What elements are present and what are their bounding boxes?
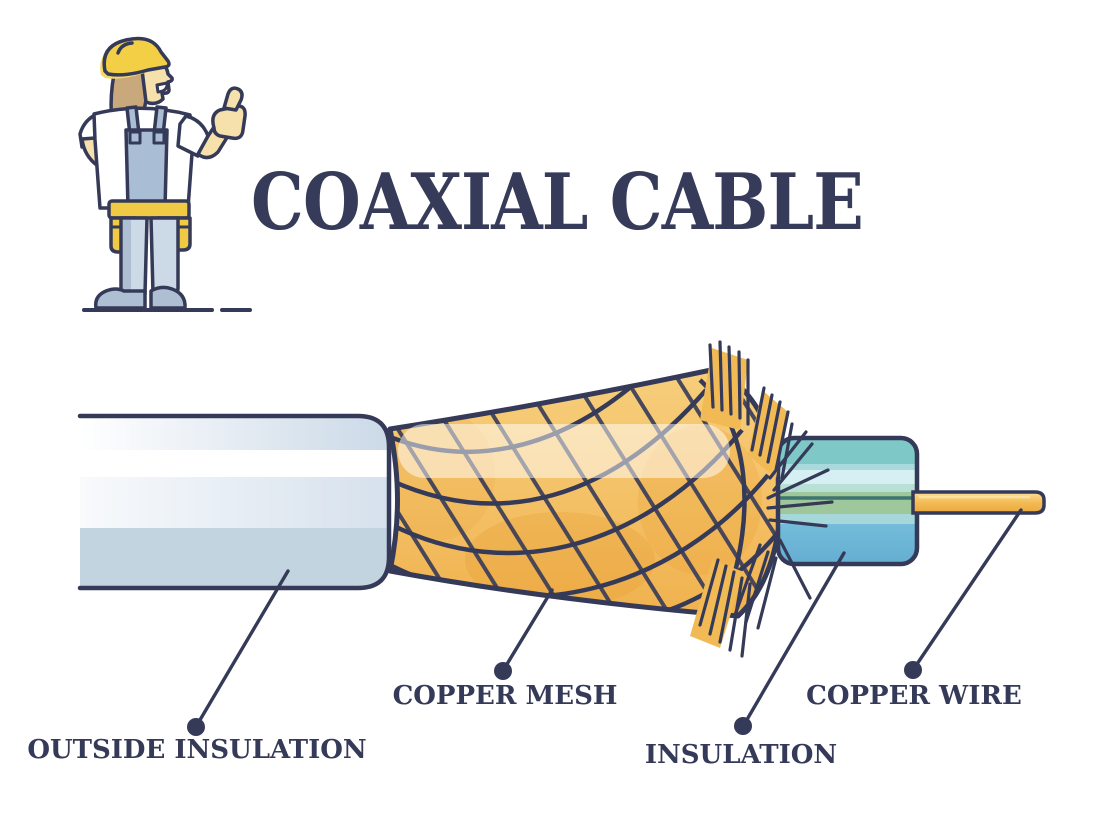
worker-leg-shade (123, 220, 131, 292)
leader-insulation (743, 551, 846, 725)
leader-dots (187, 661, 922, 736)
tool-belt (107, 199, 191, 220)
label-insulation: INSULATION (644, 740, 838, 770)
frayed-mesh-strands (690, 340, 834, 658)
label-outside-insulation: OUTSIDE INSULATION (27, 735, 367, 765)
copper-wire-shape (911, 490, 1046, 515)
gloss-highlight (398, 424, 730, 478)
leader-outside-insulation (195, 569, 290, 727)
bib-buckle-right (152, 130, 166, 145)
dot-outside-insulation (187, 718, 205, 736)
worker-shoe-left (93, 287, 147, 310)
dot-insulation (734, 717, 752, 735)
label-copper-mesh: COPPER MESH (392, 681, 618, 711)
dot-copper-wire (904, 661, 922, 679)
bib-buckle-left (128, 130, 142, 145)
dot-copper-mesh (494, 662, 512, 680)
hard-hat-ridge (116, 41, 134, 55)
worker-fist (211, 104, 247, 141)
label-copper-wire: COPPER WIRE (806, 681, 1022, 711)
construction-worker-thumbs-up-icon (78, 36, 252, 312)
leader-lines (195, 508, 1023, 727)
outside-insulation-shape (77, 413, 392, 591)
thumbs-up-icon (222, 86, 244, 112)
insulation-shape (775, 435, 920, 567)
worker-mouth (155, 81, 169, 94)
leader-copper-mesh (502, 588, 554, 671)
hard-hat-icon (102, 36, 171, 77)
page-title: COAXIAL CABLE (251, 157, 864, 248)
worker-shoe-right (149, 285, 187, 310)
worker-leg-right (149, 216, 180, 296)
leader-copper-wire (913, 508, 1023, 669)
